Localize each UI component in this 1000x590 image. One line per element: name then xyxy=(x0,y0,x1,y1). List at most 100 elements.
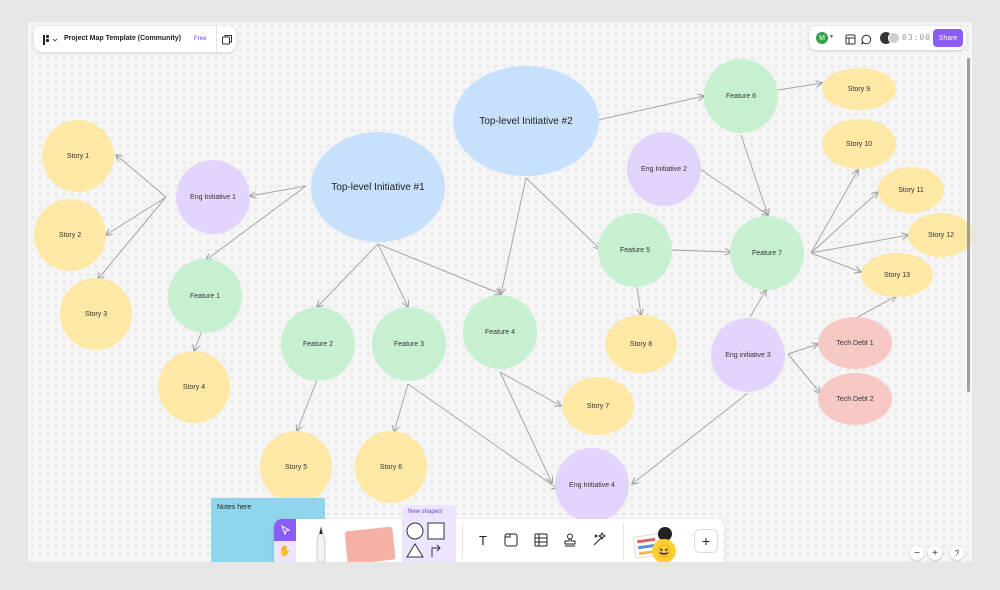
edge xyxy=(598,96,704,120)
node-label: Feature 6 xyxy=(726,93,756,100)
story-12-node[interactable]: Story 12 xyxy=(908,213,972,257)
story-8-node[interactable]: Story 8 xyxy=(605,315,677,373)
timer-display[interactable]: 03:00 xyxy=(902,33,931,42)
node-label: Story 1 xyxy=(67,153,89,160)
story-10-node[interactable]: Story 10 xyxy=(822,119,896,169)
edge xyxy=(378,244,501,294)
node-label: Eng Initiative 4 xyxy=(569,482,615,489)
feature-2-node[interactable]: Feature 2 xyxy=(281,307,355,381)
eng-initiative-3-node[interactable]: Eng initiative 3 xyxy=(711,318,785,392)
stamp-icon xyxy=(562,532,578,548)
node-label: Feature 4 xyxy=(485,329,515,336)
feature-4-node[interactable]: Feature 4 xyxy=(463,295,537,369)
edge xyxy=(778,83,822,90)
collab-panel: M ▾ 03:00 Share xyxy=(809,26,966,50)
story-11-node[interactable]: Story 11 xyxy=(878,167,944,213)
comment-icon[interactable] xyxy=(861,32,872,50)
top-level-initiative-2-node[interactable]: Top-level Initiative #2 xyxy=(453,66,599,176)
hand-icon: ✋ xyxy=(279,546,291,557)
edge xyxy=(856,296,896,318)
table-icon xyxy=(533,532,549,548)
edge xyxy=(741,135,768,215)
node-label: Story 9 xyxy=(848,86,870,93)
tech-debt-2-node[interactable]: Tech Debt 2 xyxy=(818,373,892,425)
edge xyxy=(98,197,166,279)
shapes-tool[interactable]: New shapes! xyxy=(402,505,456,562)
help-label: ? xyxy=(955,549,959,558)
edge xyxy=(116,155,166,197)
bottom-toolbar: ✋ New shapes! T xyxy=(274,519,724,562)
music-icon[interactable] xyxy=(888,32,900,44)
file-header-panel: Project Map Template (Community) Free xyxy=(34,26,236,52)
divider xyxy=(462,523,463,559)
eng-initiative-2-node[interactable]: Eng Initiative 2 xyxy=(627,132,701,206)
cursor-icon xyxy=(281,525,290,535)
stickers-tool[interactable]: 😆 xyxy=(632,525,684,562)
table-tool[interactable] xyxy=(530,529,552,551)
edge xyxy=(632,393,748,484)
story-7-node[interactable]: Story 7 xyxy=(562,377,634,435)
node-label: Tech Debt 1 xyxy=(836,340,873,347)
feature-7-node[interactable]: Feature 7 xyxy=(730,216,804,290)
select-tool[interactable] xyxy=(274,519,296,541)
feature-5-node[interactable]: Feature 5 xyxy=(598,213,672,287)
file-title[interactable]: Project Map Template (Community) xyxy=(64,35,181,42)
feature-1-node[interactable]: Feature 1 xyxy=(168,259,242,333)
story-9-node[interactable]: Story 9 xyxy=(822,68,896,110)
feature-6-node[interactable]: Feature 6 xyxy=(704,59,778,133)
stamp-tool[interactable] xyxy=(559,529,581,551)
edge xyxy=(297,380,317,431)
zoom-out-button[interactable]: − xyxy=(910,546,924,560)
text-icon: T xyxy=(479,533,487,548)
eng-initiative-4-node[interactable]: Eng Initiative 4 xyxy=(555,448,629,522)
zoom-in-label: + xyxy=(932,548,938,559)
emoji-icon: 😆 xyxy=(652,539,676,562)
avatar[interactable]: M xyxy=(816,32,828,44)
plan-badge: Free xyxy=(194,36,206,42)
sticky-note-tool[interactable] xyxy=(344,527,395,562)
node-label: Story 6 xyxy=(380,464,402,471)
edge xyxy=(700,169,768,215)
sparkle-icon xyxy=(591,532,607,548)
edge xyxy=(637,287,641,315)
help-button[interactable]: ? xyxy=(950,546,964,560)
zoom-in-button[interactable]: + xyxy=(928,546,942,560)
story-4-node[interactable]: Story 4 xyxy=(158,351,230,423)
node-label: Tech Debt 2 xyxy=(836,396,873,403)
story-13-node[interactable]: Story 13 xyxy=(861,253,933,297)
ai-tool[interactable] xyxy=(588,529,610,551)
divider xyxy=(623,523,624,559)
section-tool[interactable] xyxy=(500,529,522,551)
story-1-node[interactable]: Story 1 xyxy=(42,120,114,192)
pages-icon[interactable] xyxy=(221,33,233,51)
feature-3-node[interactable]: Feature 3 xyxy=(372,307,446,381)
tech-debt-1-node[interactable]: Tech Debt 1 xyxy=(818,317,892,369)
chevron-down-icon[interactable]: ▾ xyxy=(830,33,833,40)
story-3-node[interactable]: Story 3 xyxy=(60,278,132,350)
node-label: Story 13 xyxy=(884,272,910,279)
text-tool[interactable]: T xyxy=(472,529,494,551)
node-label: Feature 5 xyxy=(620,247,650,254)
sticky-note-text: Notes here xyxy=(217,504,251,511)
figjam-menu-icon[interactable] xyxy=(42,33,58,51)
top-level-initiative-1-node[interactable]: Top-level Initiative #1 xyxy=(311,132,445,242)
share-button[interactable]: Share xyxy=(933,29,963,47)
story-6-node[interactable]: Story 6 xyxy=(355,431,427,503)
vertical-scrollbar[interactable] xyxy=(967,58,970,392)
zoom-out-label: − xyxy=(914,548,920,559)
avatar-initial: M xyxy=(819,35,825,42)
node-label: Feature 2 xyxy=(303,341,333,348)
story-5-node[interactable]: Story 5 xyxy=(260,431,332,503)
hand-tool[interactable]: ✋ xyxy=(274,541,296,562)
edge xyxy=(394,384,408,432)
canvas[interactable]: Story 1 Story 2 Story 3 Story 4 Story 5 … xyxy=(28,22,972,562)
edge xyxy=(811,170,858,253)
layout-icon[interactable] xyxy=(845,32,856,50)
story-2-node[interactable]: Story 2 xyxy=(34,199,106,271)
more-tools-button[interactable]: + xyxy=(694,529,718,553)
edge xyxy=(750,290,766,317)
eng-initiative-1-node[interactable]: Eng Initiative 1 xyxy=(176,160,250,234)
marker-icon xyxy=(308,525,334,562)
edge xyxy=(811,235,908,253)
marker-tool[interactable] xyxy=(308,525,334,562)
